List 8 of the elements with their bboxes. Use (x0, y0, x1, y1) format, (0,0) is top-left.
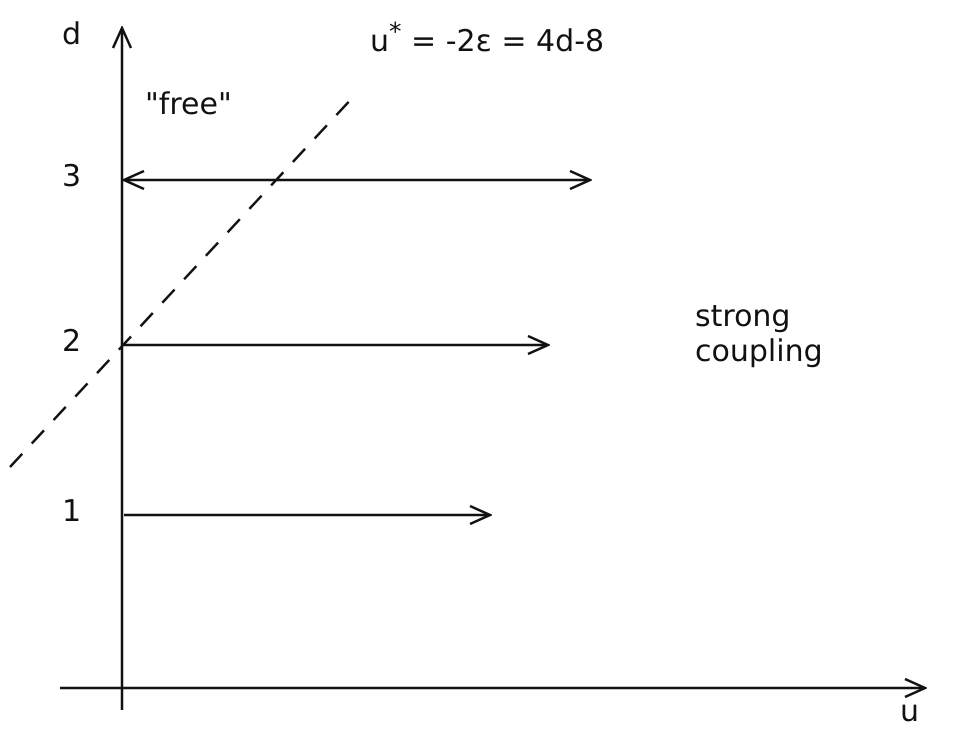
axis-label: u (900, 695, 920, 730)
tick-label: 1 (62, 495, 82, 530)
axis-label: d (62, 18, 82, 52)
region-label: "free" (145, 88, 232, 122)
tick-label: 3 (62, 160, 82, 194)
tick-label: 2 (62, 325, 82, 360)
region-label: strong coupling (695, 300, 824, 369)
formula: u$^{*}$ = -2ε = 4d-8 (370, 18, 604, 60)
